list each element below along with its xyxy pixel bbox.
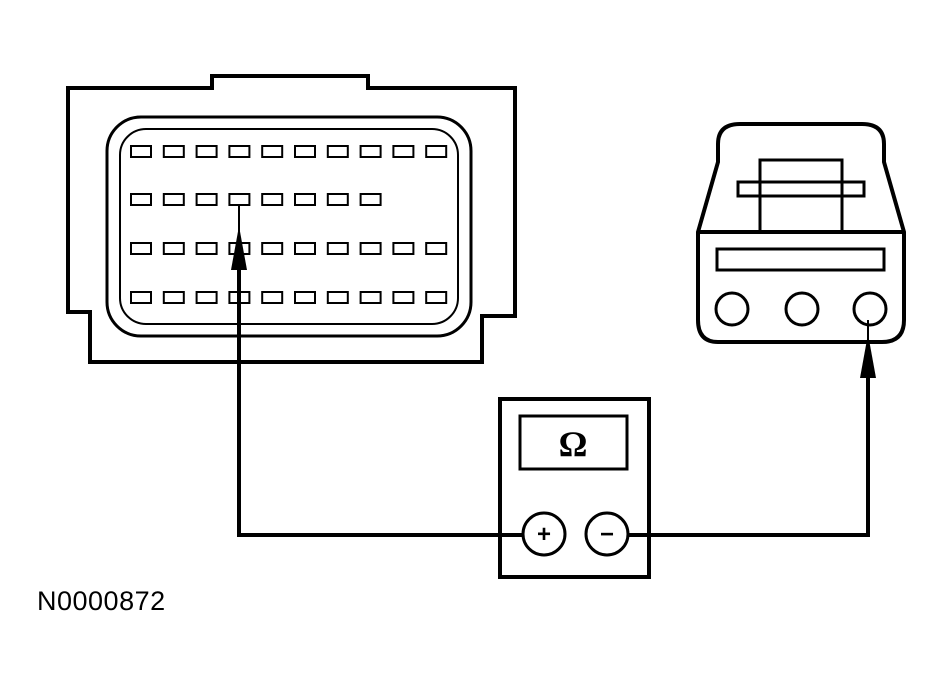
three-pin-housing [696,122,906,344]
pin-cavity [359,242,382,255]
pin-cavity [195,145,218,158]
pin-cavity [130,291,152,304]
ohm-symbol: Ω [559,424,588,464]
meter-display [518,414,629,471]
pin-cavity [294,291,316,304]
pin-cavity [425,145,448,158]
pin-cavity [326,145,349,158]
pin-cavity [294,242,316,255]
pin-cavity [162,291,185,304]
terminal-2 [784,291,820,327]
pin-cavity [392,242,415,255]
pin-cavity [162,193,185,206]
pin-cavity [162,242,185,255]
pin-cavity [425,242,448,255]
pin-cavity [425,291,448,304]
figure-id-label: N0000872 [37,586,166,616]
pin-cavity [326,291,349,304]
pin-cavity [359,145,382,158]
pin-cavity [294,145,316,158]
pin-cavity [162,145,185,158]
pin-cavity [261,145,284,158]
pin-cavity [261,242,284,255]
pin-cavity [359,291,382,304]
positive-lead [237,258,523,537]
pin-cavity [228,193,251,206]
connector-cavity [119,128,459,325]
terminal-3 [852,291,888,327]
positive-probe-arrow-icon [231,226,247,270]
connector-inner-outline [105,115,473,338]
pin-cavity [261,291,284,304]
negative-probe-arrow-icon [860,334,876,378]
pin-cavity [130,145,152,158]
pin-cavity [195,242,218,255]
ohmmeter: Ω + − [498,397,651,579]
pin-cavity [326,193,349,206]
pin-cavity [359,193,382,206]
positive-label: + [537,521,551,548]
terminal-1 [714,291,750,327]
latch-tab [736,180,866,198]
pin-cavity [130,193,152,206]
negative-label: − [600,521,614,548]
pin-cavity [392,291,415,304]
pin-cavity [195,193,218,206]
negative-lead [628,372,870,537]
three-pin-connector [696,122,906,344]
label-slot [715,247,886,272]
pin-cavity [392,145,415,158]
pin-cavity [294,193,316,206]
pin-cavity [261,193,284,206]
connector-housing [66,74,517,364]
multi-pin-connector [66,74,517,364]
pin-cavity [326,242,349,255]
pin-cavity [195,291,218,304]
pin-cavity [228,145,251,158]
pin-cavity [130,242,152,255]
pin-grid [130,145,448,304]
